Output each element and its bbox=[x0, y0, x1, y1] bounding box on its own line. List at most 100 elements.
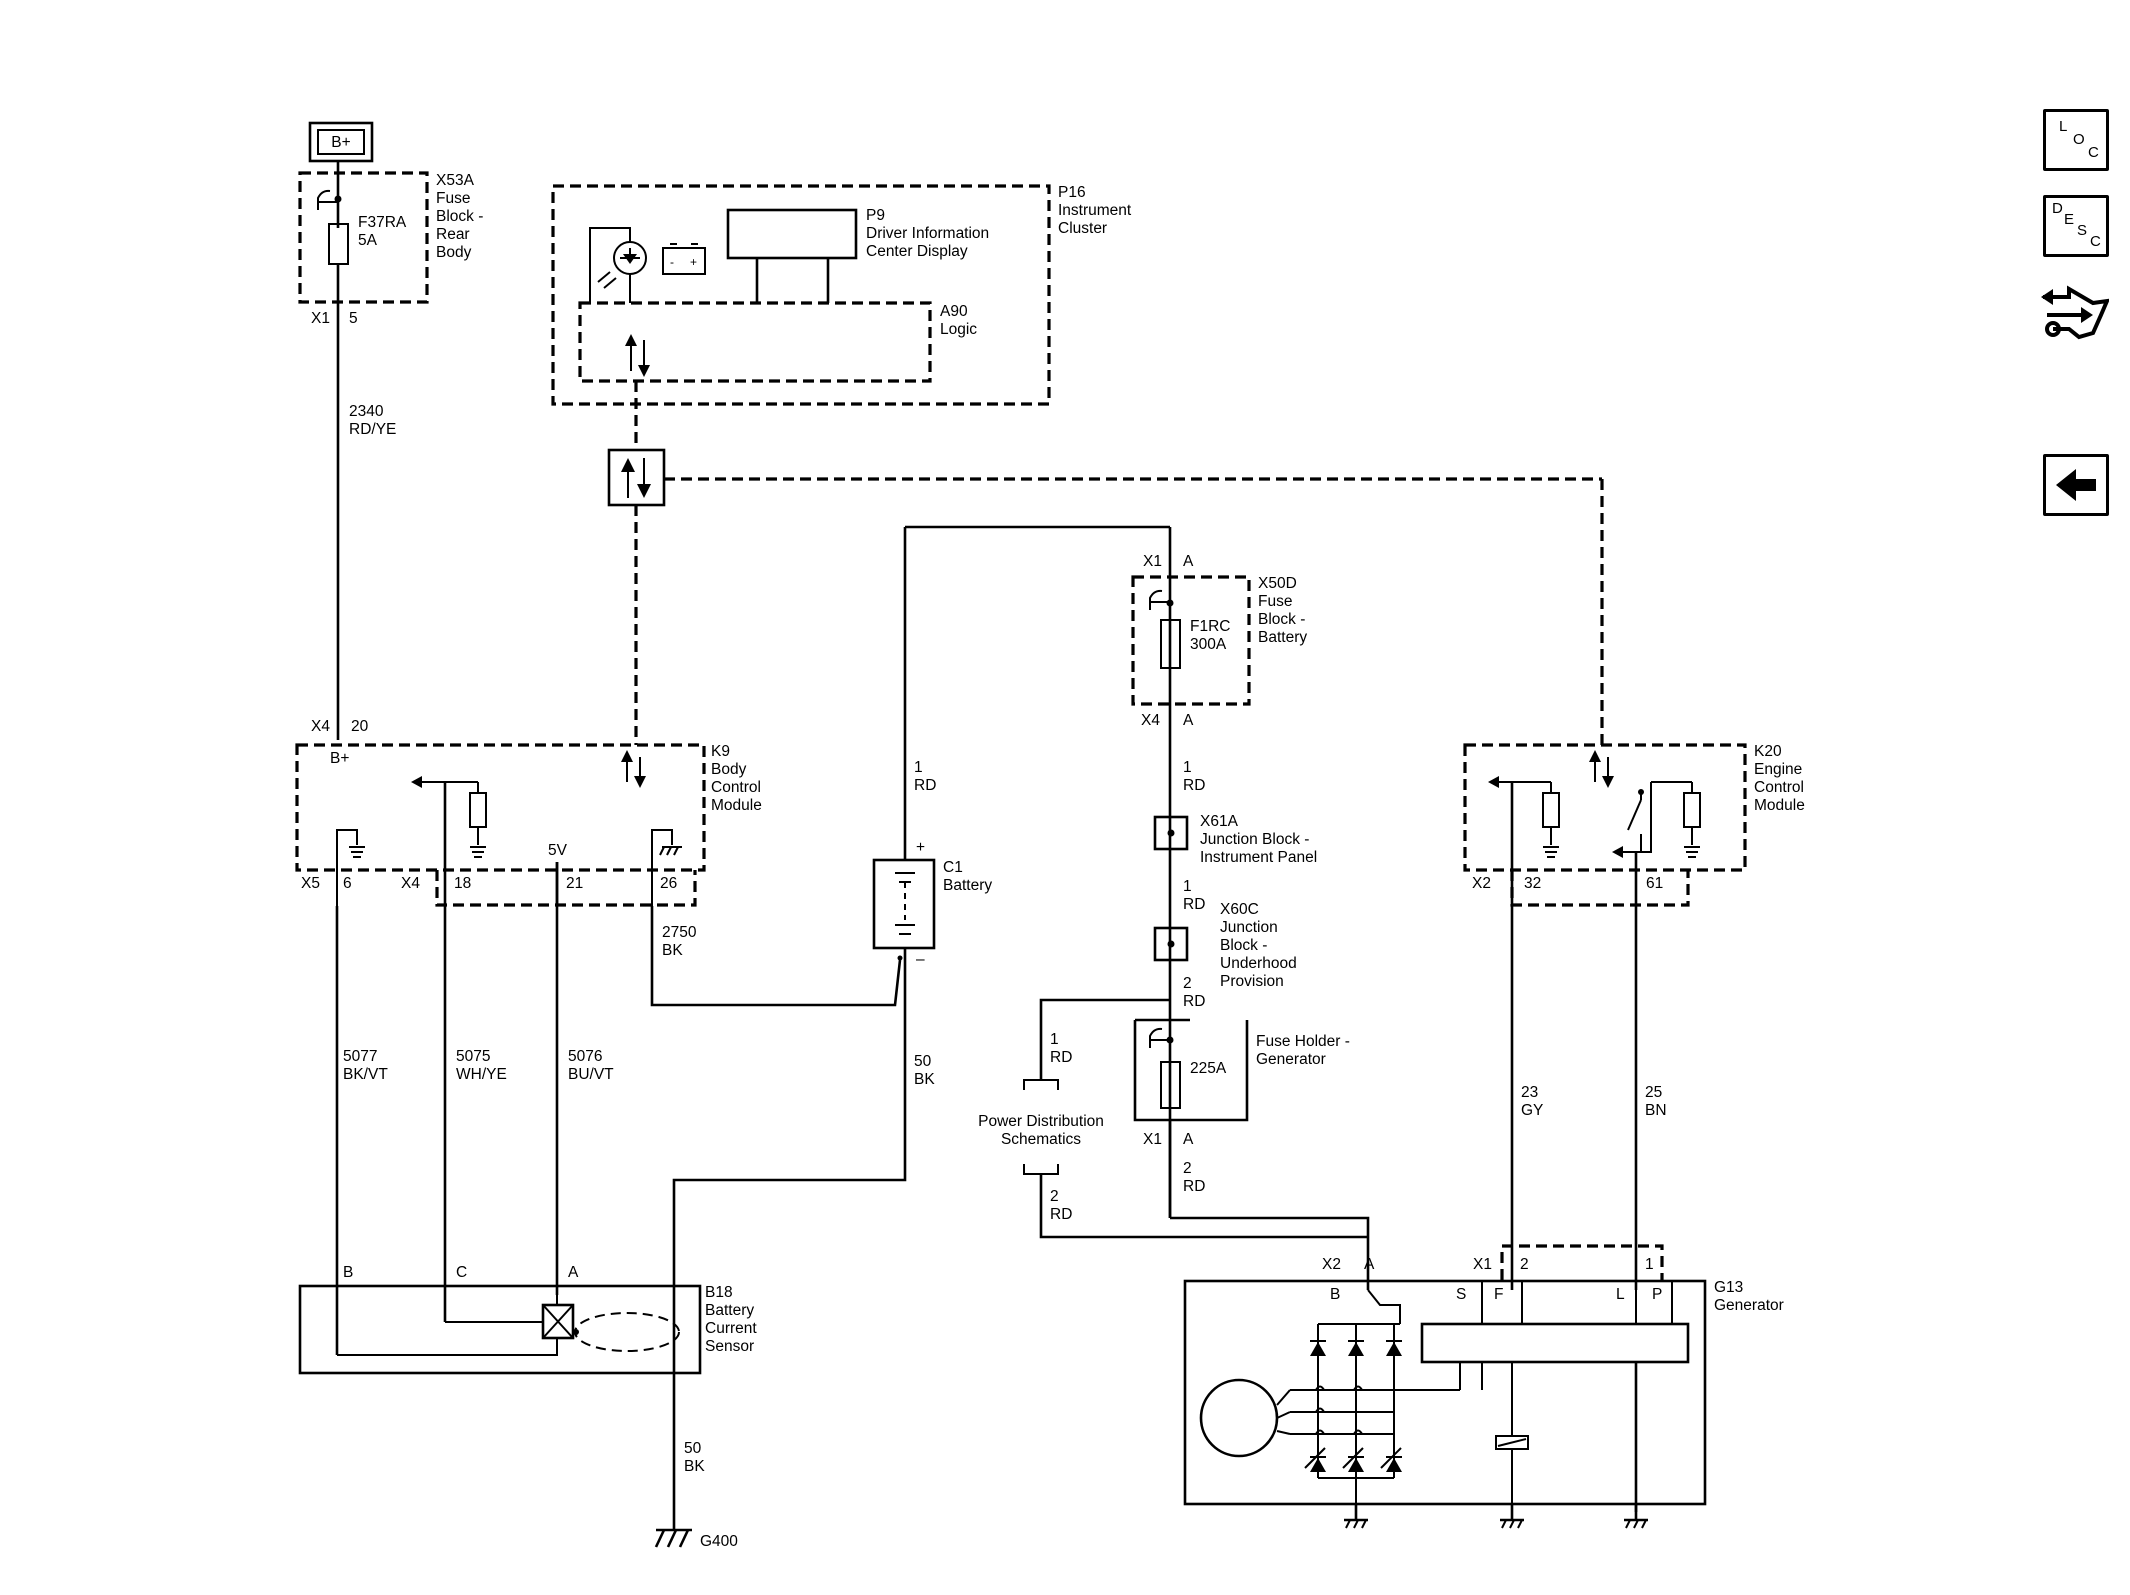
label-g13-id: G13 bbox=[1714, 1279, 1743, 1296]
serial-data-arrows-icon bbox=[625, 334, 650, 377]
back-button[interactable] bbox=[2043, 454, 2109, 516]
label-b18-pin-a: A bbox=[568, 1264, 579, 1281]
label-w5077-num: 5077 bbox=[343, 1048, 377, 1065]
loc-button[interactable]: L O C bbox=[2043, 109, 2109, 171]
wire-segment bbox=[2041, 289, 2053, 305]
wire-segment bbox=[1023, 1079, 1059, 1090]
serial-data-splice-icon bbox=[607, 448, 666, 507]
label-w2rd-b-color: RD bbox=[1050, 1206, 1072, 1223]
k20-serial-data-icon bbox=[1589, 750, 1614, 788]
wire-segment bbox=[1509, 1519, 1515, 1529]
k9-pullup-resistor bbox=[411, 776, 487, 858]
fuse-f1rc bbox=[1149, 589, 1181, 669]
connector-repair-button[interactable] bbox=[2039, 281, 2111, 343]
wire-segment bbox=[1167, 829, 1175, 837]
wire-segment bbox=[542, 1304, 574, 1339]
label-w1rd-batt-color: RD bbox=[914, 777, 936, 794]
label-w2rd-a-num: 2 bbox=[1183, 975, 1192, 992]
wire-segment bbox=[1315, 1429, 1325, 1435]
label-p9-id: P9 bbox=[866, 207, 885, 224]
label-b18-l1: Battery bbox=[705, 1302, 754, 1319]
label-w1rd-c-color: RD bbox=[1050, 1049, 1072, 1066]
label-w5076-num: 5076 bbox=[568, 1048, 602, 1065]
wire-segment bbox=[1542, 792, 1560, 828]
wire-segment bbox=[1633, 1519, 1639, 1529]
loc-letter-o: O bbox=[2073, 131, 2085, 148]
desc-letter-s: S bbox=[2077, 222, 2088, 239]
wire-segment bbox=[1500, 1244, 1664, 1280]
label-w2340-num: 2340 bbox=[349, 403, 384, 420]
wire-segment bbox=[1170, 1216, 1370, 1290]
wire-segment bbox=[1353, 1385, 1363, 1391]
wire-segment bbox=[435, 870, 697, 907]
wire-segment bbox=[2056, 469, 2096, 501]
wire-segment bbox=[1683, 792, 1701, 828]
wire-segment bbox=[1386, 1458, 1402, 1472]
fuse-f37ra bbox=[317, 178, 349, 740]
label-k9-l2: Control bbox=[711, 779, 761, 796]
wire-segment bbox=[411, 776, 422, 788]
label-w2rd-a-color: RD bbox=[1183, 993, 1205, 1010]
engine-control-module-k20-outline bbox=[1463, 743, 1747, 872]
wire-segment bbox=[1276, 1411, 1291, 1419]
label-x53a-pin: 5 bbox=[349, 310, 358, 327]
label-x61a-l1: Junction Block - bbox=[1200, 831, 1309, 848]
label-g13-pin-f: F bbox=[1494, 1286, 1503, 1303]
label-x50d-pin-top: A bbox=[1183, 553, 1194, 570]
wire-segment bbox=[1353, 1519, 1359, 1529]
label-k20-l1: Engine bbox=[1754, 761, 1802, 778]
fuse-block-x50d-outline bbox=[1131, 575, 1251, 706]
label-c1-minus: – bbox=[916, 951, 925, 968]
wire-segment bbox=[589, 227, 631, 303]
wire-segment bbox=[651, 829, 673, 906]
label-w23gy-color: GY bbox=[1521, 1102, 1543, 1119]
label-x53a-l4: Body bbox=[436, 244, 472, 261]
label-g13-conn-x1: X1 bbox=[1473, 1256, 1492, 1273]
label-w5076-color: BU/VT bbox=[568, 1066, 614, 1083]
label-k20-pin-32: 32 bbox=[1524, 875, 1541, 892]
wire-segment bbox=[1589, 750, 1601, 762]
label-g13-pin-b: B bbox=[1330, 1286, 1340, 1303]
label-w2750-num: 2750 bbox=[662, 924, 697, 941]
label-b18-pin-b: B bbox=[343, 1264, 353, 1281]
label-k9-pin-21: 21 bbox=[566, 875, 583, 892]
wire-segment bbox=[659, 846, 665, 856]
junction-block-x61a bbox=[1153, 815, 1189, 851]
label-k9-conn-x5: X5 bbox=[301, 875, 320, 892]
label-x50d-id: X50D bbox=[1258, 575, 1297, 592]
label-gen-fuse-pin: A bbox=[1183, 1131, 1194, 1148]
wire-segment bbox=[1612, 846, 1623, 858]
label-x53a-conn: X1 bbox=[311, 310, 330, 327]
desc-letter-d: D bbox=[2052, 200, 2063, 217]
wire-segment bbox=[1153, 815, 1189, 851]
wire-segment bbox=[1166, 599, 1174, 607]
wire-segment bbox=[603, 277, 617, 289]
svg-text:-: - bbox=[670, 255, 674, 269]
label-k9-pin-18: 18 bbox=[454, 875, 471, 892]
label-k9-pin-26: 26 bbox=[660, 875, 677, 892]
battery-indicator-icon: - + bbox=[662, 243, 706, 275]
label-b18-pin-c: C bbox=[456, 1264, 467, 1281]
fuse-225a bbox=[1149, 1027, 1181, 1109]
label-w5077-color: BK/VT bbox=[343, 1066, 388, 1083]
label-x60c-l3: Underhood bbox=[1220, 955, 1297, 972]
label-g13-conn-x2: X2 bbox=[1322, 1256, 1341, 1273]
label-p9-l1: Driver Information bbox=[866, 225, 989, 242]
desc-button[interactable]: D E S C bbox=[2043, 195, 2109, 257]
wire-segment bbox=[1039, 1174, 1368, 1239]
svg-text:+: + bbox=[690, 255, 697, 269]
label-w2rd-c-num: 2 bbox=[1183, 1160, 1192, 1177]
wire-segment bbox=[1517, 1519, 1523, 1529]
wire-segment bbox=[666, 1529, 678, 1548]
wire-segment bbox=[597, 271, 611, 283]
label-x53a-id: X53A bbox=[436, 172, 475, 189]
k9-serial-data-icon bbox=[621, 750, 646, 788]
body-control-module-k9-outline bbox=[295, 743, 706, 872]
label-g13-pin-2: 2 bbox=[1520, 1256, 1529, 1273]
label-w1rd-c-num: 1 bbox=[1050, 1031, 1059, 1048]
label-k9-bplus: B+ bbox=[330, 750, 349, 767]
label-g13-pin-p: P bbox=[1652, 1286, 1662, 1303]
generator-g13 bbox=[1183, 1279, 1707, 1506]
label-w5075-num: 5075 bbox=[456, 1048, 490, 1065]
wire-segment bbox=[1304, 1447, 1326, 1469]
